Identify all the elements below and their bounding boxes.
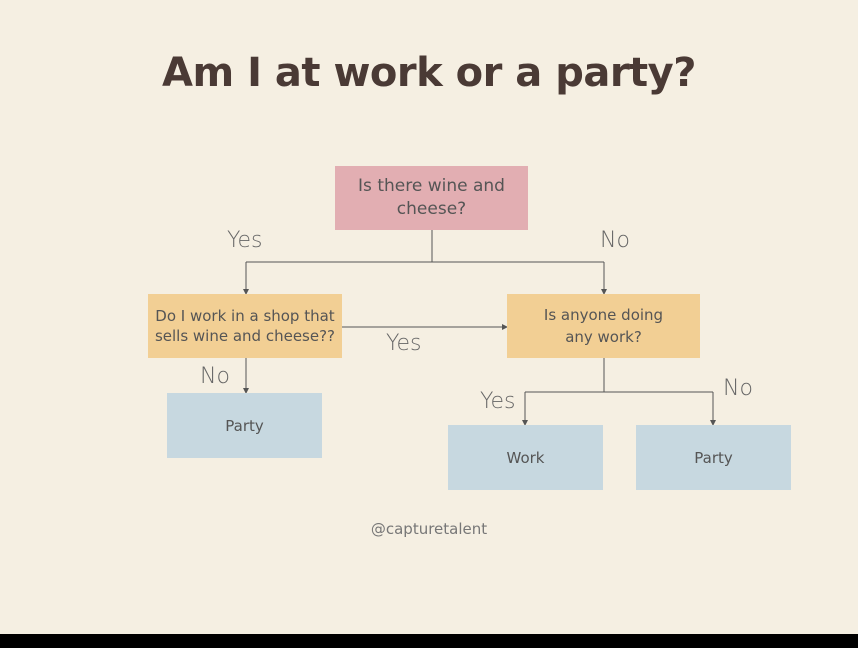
page-title: Am I at work or a party? xyxy=(162,50,696,96)
edge-label-shop-yes: Yes xyxy=(386,331,422,356)
credit-handle: @capturetalent xyxy=(370,520,488,538)
answer-work: Work xyxy=(448,425,603,490)
question-shop-text: Do I work in a shop that sells wine and … xyxy=(154,307,336,345)
question-wine-cheese: Is there wine and cheese? xyxy=(335,166,528,230)
question-wine-cheese-text: Is there wine and cheese? xyxy=(358,176,505,219)
edge-label-root-no: No xyxy=(600,228,630,253)
edge-label-shop-no: No xyxy=(200,364,230,389)
question-anyone-working-text: Is anyone doing any work? xyxy=(543,306,664,346)
edge-label-root-yes: Yes xyxy=(227,228,263,253)
answer-party-left-text: Party xyxy=(225,416,264,435)
edge-label-anyone-yes: Yes xyxy=(480,389,516,414)
answer-party-right: Party xyxy=(636,425,791,490)
question-anyone-working: Is anyone doing any work? xyxy=(507,294,700,358)
edge-label-anyone-no: No xyxy=(723,376,753,401)
bottom-bar xyxy=(0,634,858,648)
question-shop: Do I work in a shop that sells wine and … xyxy=(148,294,342,358)
answer-party-right-text: Party xyxy=(694,448,733,467)
answer-party-left: Party xyxy=(167,393,322,458)
answer-work-text: Work xyxy=(506,448,545,467)
